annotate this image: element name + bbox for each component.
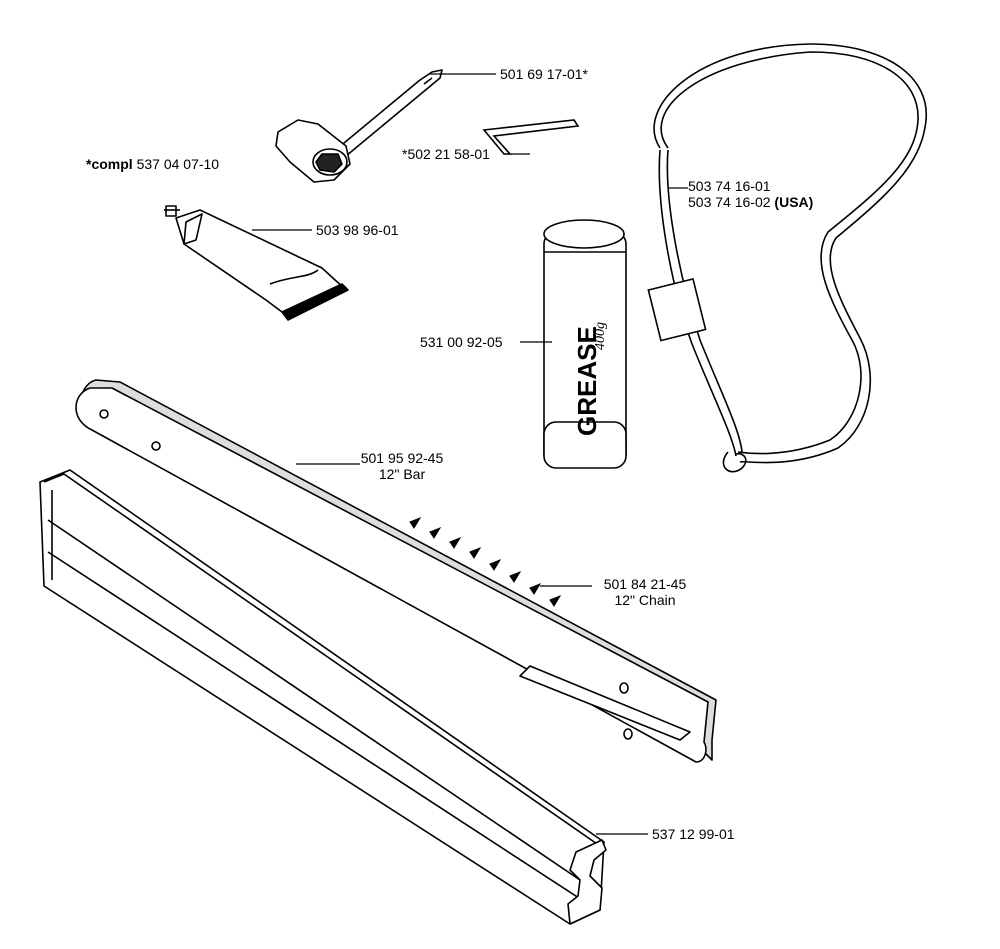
label-guard: 537 12 99-01 bbox=[652, 826, 735, 842]
saw-chain bbox=[409, 516, 562, 607]
chain-number: 501 84 21-45 bbox=[603, 576, 687, 592]
grease-tube bbox=[164, 205, 349, 321]
harness-number-2: 503 74 16-02 (USA) bbox=[688, 194, 814, 210]
combination-wrench bbox=[275, 69, 443, 183]
allen-key bbox=[482, 119, 580, 155]
grease-can-brand: GREASE bbox=[572, 326, 602, 436]
label-compl: *compl 537 04 07-10 bbox=[86, 156, 219, 172]
label-chain: 501 84 21-45 12" Chain bbox=[594, 576, 696, 608]
bar-description: 12" Bar bbox=[378, 466, 426, 482]
label-allen-key: *502 21 58-01 bbox=[402, 146, 490, 162]
label-bar: 501 95 92-45 12" Bar bbox=[352, 450, 452, 482]
compl-prefix: *compl bbox=[86, 156, 133, 172]
bar-number: 501 95 92-45 bbox=[360, 450, 444, 466]
grease-can-weight: 400g bbox=[593, 322, 608, 350]
chain-description: 12" Chain bbox=[614, 592, 676, 608]
harness-number-1: 503 74 16-01 bbox=[688, 178, 771, 194]
grease-can bbox=[543, 219, 627, 469]
label-grease: 531 00 92-05 bbox=[420, 334, 503, 350]
bar-guard bbox=[39, 469, 607, 925]
compl-number: 537 04 07-10 bbox=[136, 156, 220, 172]
guide-bar bbox=[75, 379, 717, 763]
label-wrench: 501 69 17-01* bbox=[500, 66, 588, 82]
label-tube: 503 98 96-01 bbox=[316, 222, 399, 238]
label-harness: 503 74 16-01 503 74 16-02 (USA) bbox=[688, 178, 813, 210]
harness bbox=[647, 43, 927, 473]
